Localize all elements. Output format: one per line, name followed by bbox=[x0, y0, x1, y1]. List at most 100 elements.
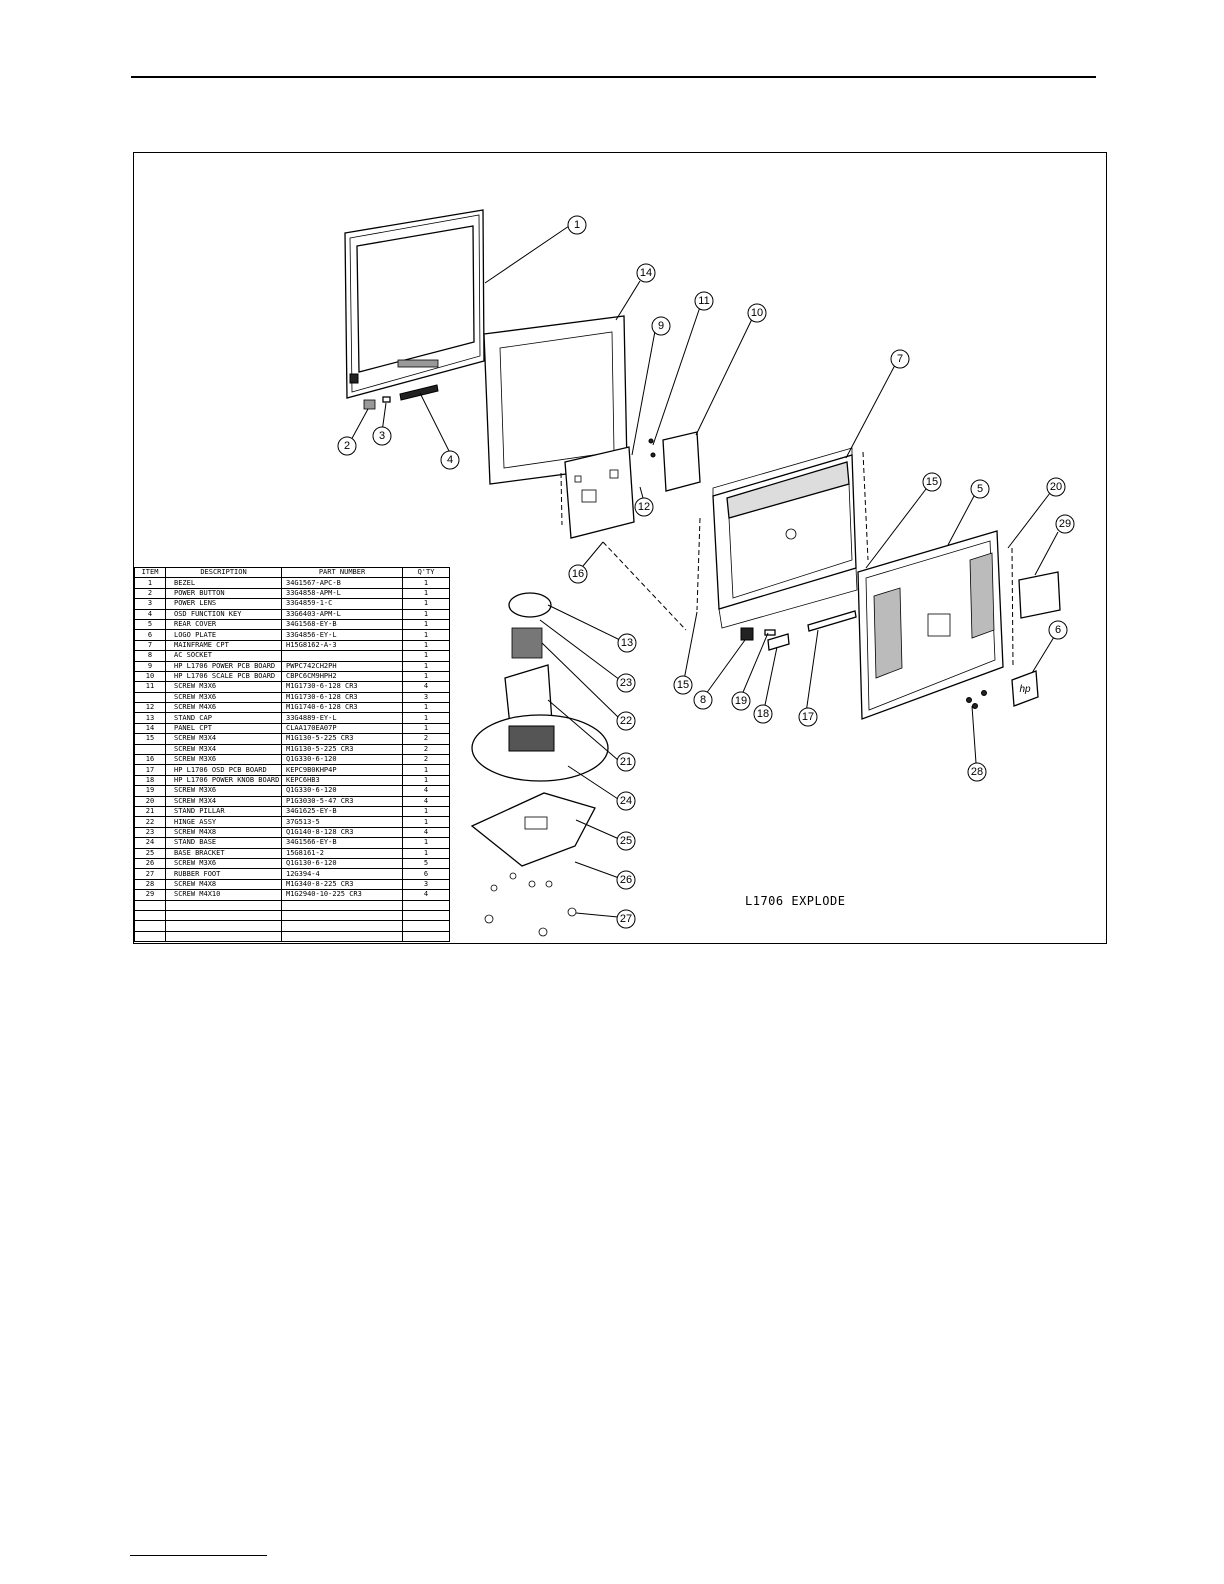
bom-part-number: PWPC742CH2PH bbox=[281, 660, 403, 672]
svg-text:8: 8 bbox=[700, 694, 706, 706]
bom-part-number: 34G1625-EY-B bbox=[281, 805, 403, 818]
svg-text:18: 18 bbox=[757, 708, 769, 720]
bom-qty: 3 bbox=[402, 878, 450, 891]
svg-text:7: 7 bbox=[897, 353, 903, 365]
bom-part-number: 34G1567-APC-B bbox=[281, 577, 403, 589]
bom-description: STAND PILLAR bbox=[165, 805, 282, 818]
bom-description: STAND BASE bbox=[165, 837, 282, 849]
bom-item: 25 bbox=[134, 847, 166, 859]
bom-part-number bbox=[281, 650, 403, 662]
svg-text:3: 3 bbox=[379, 430, 385, 442]
bom-header-part-number: PART NUMBER bbox=[281, 566, 403, 579]
callout-2: 2 bbox=[337, 436, 357, 456]
small-front-parts bbox=[363, 384, 439, 410]
bom-description: BASE BRACKET bbox=[165, 847, 282, 859]
callout-19: 19 bbox=[731, 691, 751, 711]
bom-qty: 1 bbox=[402, 774, 450, 787]
bom-part-number: 33G4859-1-C bbox=[281, 598, 403, 610]
bom-part-number: 34G1568-EY-B bbox=[281, 618, 403, 631]
bom-description: SCREW M4X8 bbox=[165, 826, 282, 839]
bom-item: 9 bbox=[134, 660, 166, 672]
callout-26: 26 bbox=[616, 870, 636, 890]
bom-description: HP L1706 POWER KNOB BOARD bbox=[165, 774, 282, 787]
bezel-part bbox=[344, 209, 485, 399]
callout-12: 12 bbox=[634, 497, 654, 517]
svg-text:22: 22 bbox=[620, 715, 632, 727]
bom-qty: 2 bbox=[402, 743, 450, 756]
callout-16: 16 bbox=[568, 564, 588, 584]
bom-qty: 1 bbox=[402, 847, 450, 859]
bom-item: 17 bbox=[134, 764, 166, 776]
bom-qty: 1 bbox=[402, 702, 450, 714]
bom-part-number: KEPC6HB3 bbox=[281, 774, 403, 787]
callout-15-b: 15 bbox=[922, 472, 942, 492]
svg-text:27: 27 bbox=[620, 913, 632, 925]
bom-part-number: 15G8161-2 bbox=[281, 847, 403, 859]
rear-cover-part bbox=[857, 530, 1004, 720]
bom-qty: 1 bbox=[402, 816, 450, 828]
footer-rule bbox=[130, 1555, 267, 1556]
bom-qty: 4 bbox=[402, 889, 450, 901]
bom-qty: 1 bbox=[402, 618, 450, 631]
bom-qty: 1 bbox=[402, 722, 450, 735]
bom-part-number: Q1G140-8-128 CR3 bbox=[281, 826, 403, 839]
bom-part-number: 12G394-4 bbox=[281, 868, 403, 880]
callout-17: 17 bbox=[798, 707, 818, 727]
bom-description: SCREW M4X8 bbox=[165, 878, 282, 891]
svg-text:28: 28 bbox=[971, 766, 983, 778]
bom-qty: 1 bbox=[402, 660, 450, 672]
svg-text:19: 19 bbox=[735, 695, 747, 707]
bom-item bbox=[134, 691, 166, 704]
bom-description: BEZEL bbox=[165, 577, 282, 589]
callout-7: 7 bbox=[890, 349, 910, 369]
bom-description bbox=[165, 920, 282, 932]
bom-item: 26 bbox=[134, 857, 166, 870]
svg-text:24: 24 bbox=[620, 795, 632, 807]
bom-item: 14 bbox=[134, 722, 166, 735]
bom-qty: 2 bbox=[402, 733, 450, 745]
bom-item: 6 bbox=[134, 629, 166, 641]
bom-qty bbox=[402, 930, 450, 943]
svg-text:16: 16 bbox=[572, 568, 584, 580]
bom-description bbox=[165, 899, 282, 911]
bom-part-number: M1G1730-6-128 CR3 bbox=[281, 681, 403, 693]
callout-28: 28 bbox=[967, 762, 987, 782]
bom-qty: 1 bbox=[402, 598, 450, 610]
callout-13: 13 bbox=[617, 633, 637, 653]
bom-item bbox=[134, 899, 166, 911]
svg-text:13: 13 bbox=[621, 637, 633, 649]
bom-description: STAND CAP bbox=[165, 712, 282, 724]
bom-qty bbox=[402, 899, 450, 911]
callout-1: 1 bbox=[567, 215, 587, 235]
bom-description: MAINFRAME CPT bbox=[165, 639, 282, 652]
callout-3: 3 bbox=[372, 426, 392, 446]
bom-part-number: H15G8162-A-3 bbox=[281, 639, 403, 652]
bom-part-number: M1G2940-10-225 CR3 bbox=[281, 889, 403, 901]
bom-qty: 4 bbox=[402, 681, 450, 693]
header-rule bbox=[131, 76, 1096, 78]
callout-6: 6 bbox=[1048, 620, 1068, 640]
callout-21: 21 bbox=[616, 752, 636, 772]
bom-description: REAR COVER bbox=[165, 618, 282, 631]
bom-item bbox=[134, 930, 166, 943]
svg-text:26: 26 bbox=[620, 874, 632, 886]
svg-text:14: 14 bbox=[640, 267, 652, 279]
svg-text:21: 21 bbox=[620, 756, 632, 768]
bom-description: SCREW M3X6 bbox=[165, 681, 282, 693]
bom-header-row: ITEM DESCRIPTION PART NUMBER Q'TY bbox=[134, 566, 450, 579]
